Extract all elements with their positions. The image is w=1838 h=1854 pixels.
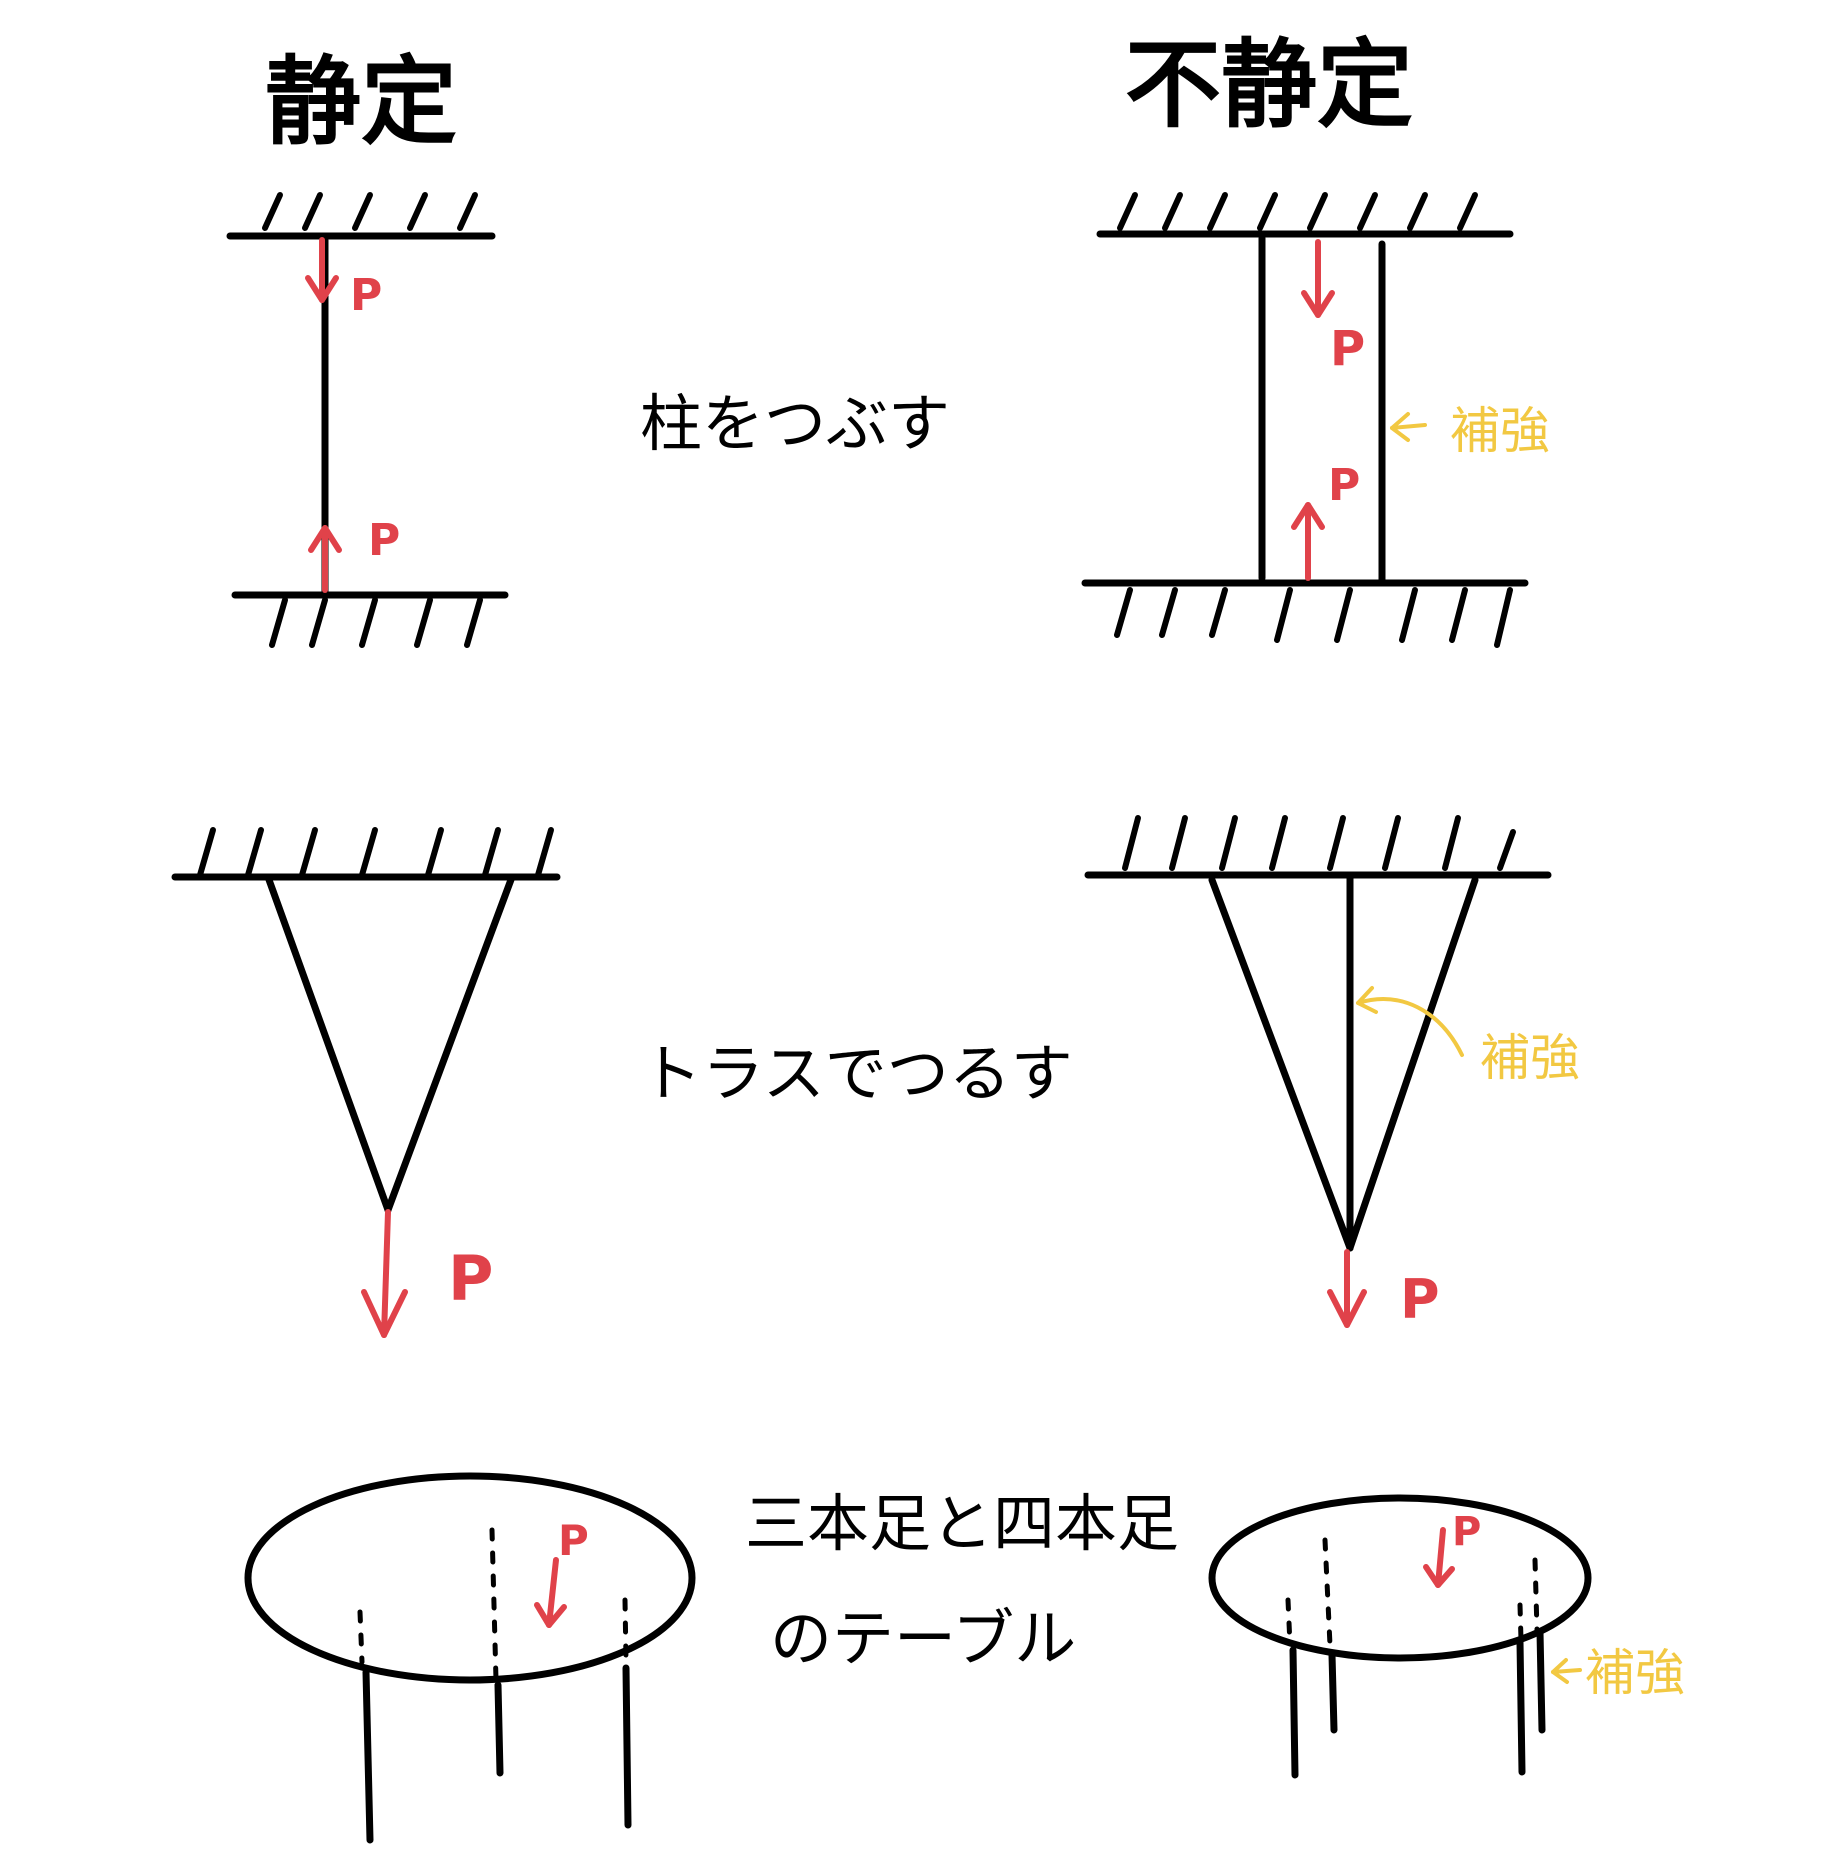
bottom-support	[1081, 579, 1529, 648]
reinforcing-table-leg	[1536, 1628, 1546, 1734]
load-label-p: P	[1400, 1268, 1440, 1331]
hidden-leg-line	[489, 1527, 499, 1683]
caption-row1: 柱をつぶす	[640, 387, 950, 460]
load-arrow-down	[1423, 1527, 1455, 1588]
reinforcement-arrow	[1356, 986, 1464, 1057]
three-leg-table-diagram: P	[244, 1472, 696, 1844]
table-leg	[494, 1681, 504, 1777]
load-arrow-down	[1327, 1249, 1367, 1328]
reinforcement-label: 補強	[1450, 402, 1550, 460]
load-arrow-down	[1301, 239, 1335, 318]
caption-row2: トラスでつるす	[640, 1037, 1073, 1110]
load-arrow-up	[1291, 502, 1325, 581]
caption-row3-line2: のテーブル	[770, 1602, 1076, 1675]
load-label-p: P	[1452, 1509, 1481, 1555]
top-support	[171, 827, 561, 881]
top-support	[226, 192, 496, 240]
header-static: 静定	[265, 46, 457, 158]
reinforcement-arrow	[1390, 412, 1427, 442]
load-label-p: P	[368, 515, 400, 566]
load-arrow-down	[361, 1209, 408, 1338]
hidden-leg-line	[1532, 1557, 1540, 1633]
load-label-p: P	[1328, 460, 1360, 511]
table-leg	[1289, 1646, 1299, 1779]
indeterminate-column-diagram: P P 補強	[1081, 192, 1550, 648]
static-column-diagram: P P	[226, 192, 509, 648]
truss-member-right	[1346, 876, 1479, 1252]
load-arrow-up	[308, 525, 342, 593]
reinforcement-label: 補強	[1480, 1029, 1580, 1087]
table-top	[244, 1472, 696, 1684]
hidden-leg-line	[622, 1597, 629, 1663]
caption-row3-line1: 三本足と四本足	[745, 1487, 1179, 1560]
hidden-leg-line	[357, 1609, 365, 1665]
reinforcement-label: 補強	[1585, 1644, 1685, 1702]
load-label-p: P	[1330, 321, 1365, 377]
top-support	[1096, 192, 1514, 238]
static-truss-diagram: P	[171, 827, 561, 1338]
hidden-leg-line	[1517, 1602, 1524, 1643]
top-support	[1084, 815, 1552, 879]
load-label-p: P	[350, 270, 382, 321]
truss-member-left	[264, 873, 392, 1214]
hidden-leg-line	[1322, 1537, 1333, 1648]
load-arrow-down	[534, 1557, 567, 1628]
truss-member-left	[1208, 876, 1354, 1252]
reinforcement-arrow	[1551, 1658, 1582, 1684]
table-leg	[1516, 1638, 1526, 1776]
indeterminate-truss-diagram: P 補強	[1084, 815, 1580, 1331]
table-leg	[1328, 1651, 1338, 1734]
table-leg	[622, 1664, 632, 1829]
truss-member-right	[384, 873, 516, 1214]
bottom-support	[231, 591, 509, 648]
header-indeterminate: 不静定	[1125, 29, 1413, 141]
table-leg	[362, 1668, 374, 1844]
load-arrow-down	[305, 237, 339, 303]
table-top	[1208, 1494, 1592, 1662]
load-label-p: P	[558, 1516, 589, 1565]
load-label-p: P	[448, 1242, 493, 1315]
four-leg-table-diagram: P 補強	[1208, 1494, 1685, 1779]
hidden-leg-line	[1285, 1597, 1293, 1648]
